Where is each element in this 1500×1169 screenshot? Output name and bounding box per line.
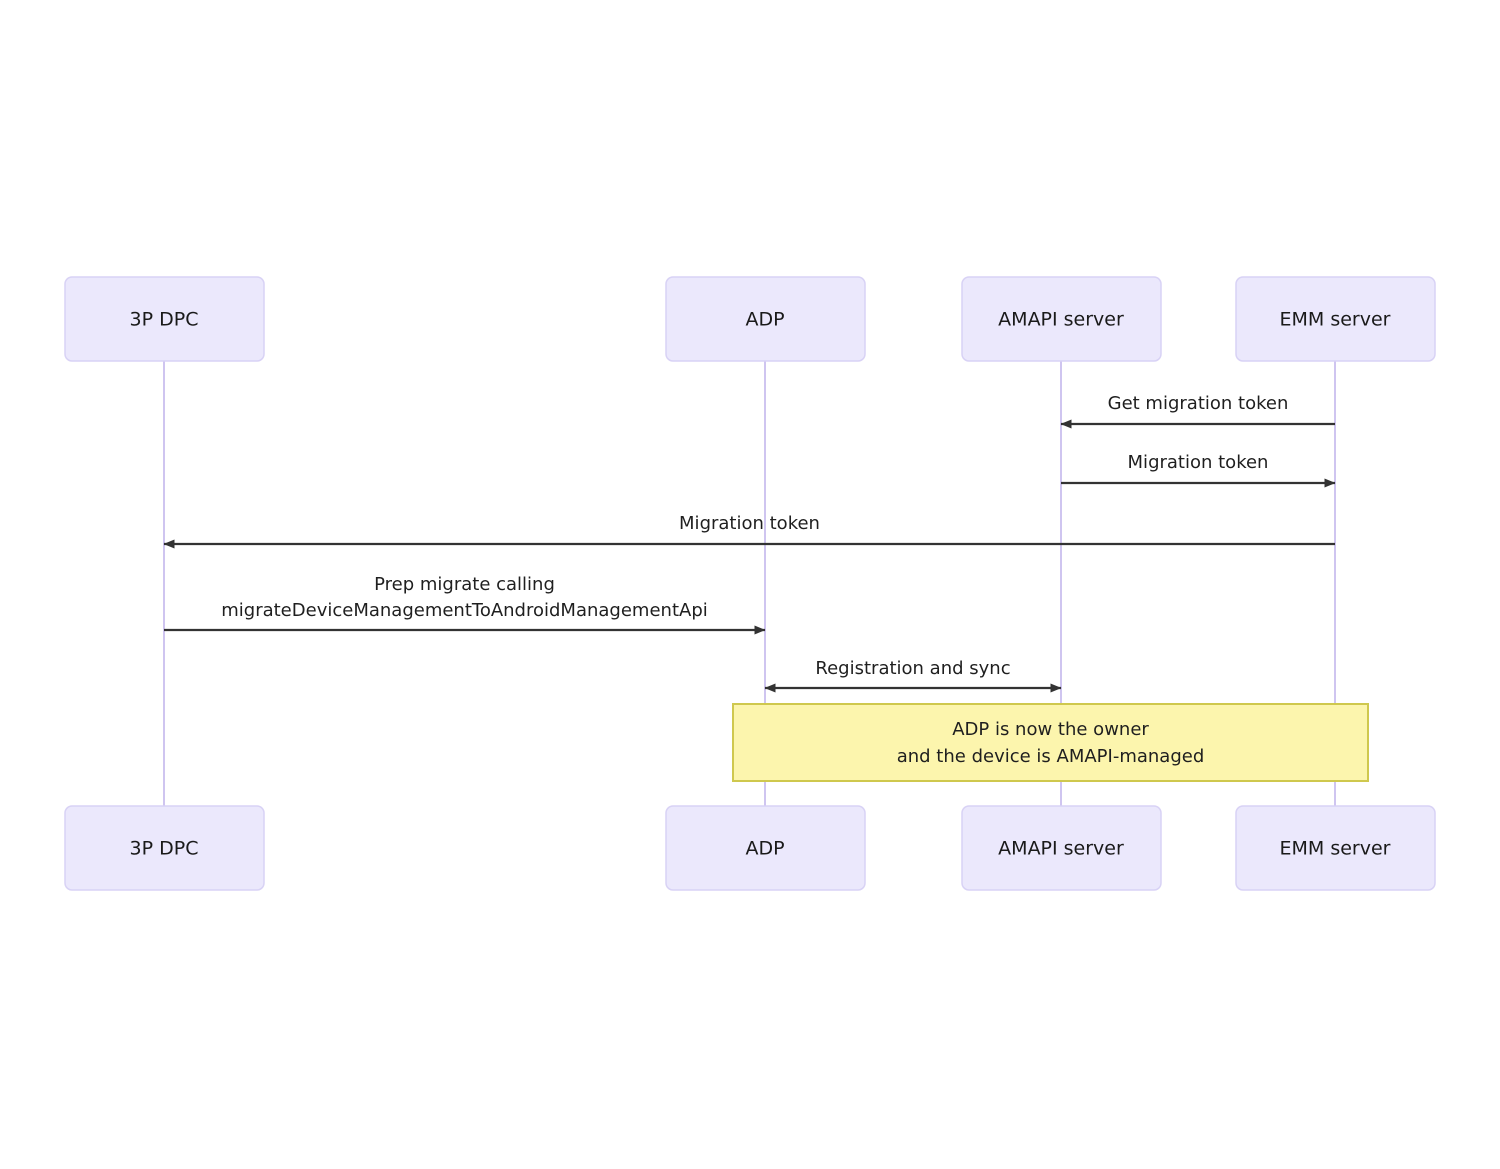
participant-box-amapi[interactable] [961,276,1162,362]
participant-emm-bottom[interactable]: EMM server [1235,805,1436,891]
message-m4: Prep migrate calling migrateDeviceManagem… [164,574,766,635]
participant-box-amapi[interactable] [961,805,1162,891]
message-m1: Get migration token [1060,393,1335,429]
message-label-m4: Prep migrate calling [374,574,555,595]
participant-adp-top[interactable]: ADP [665,276,866,362]
participants-top-group: 3P DPC ADP AMAPI server EMM server [64,276,1436,362]
participant-box-adp[interactable] [665,805,866,891]
notes-group: ADP is now the owner and the device is AM… [732,703,1369,782]
message-label-m3: Migration token [679,513,820,534]
participant-amapi-bottom[interactable]: AMAPI server [961,805,1162,891]
participant-dpc-bottom[interactable]: 3P DPC [64,805,265,891]
participant-label-dpc: 3P DPC [130,838,199,860]
participant-box-emm[interactable] [1235,805,1436,891]
participant-box-dpc[interactable] [64,276,265,362]
note-text-n1: and the device is AMAPI-managed [897,746,1205,767]
message-m5: Registration and sync [764,658,1062,693]
message-label-m5: Registration and sync [815,658,1010,679]
participant-label-amapi: AMAPI server [998,309,1124,331]
participant-box-emm[interactable] [1235,276,1436,362]
message-label-m2: Migration token [1128,452,1269,473]
participant-box-adp[interactable] [665,276,866,362]
participant-label-adp: ADP [745,309,784,331]
message-m2: Migration token [1061,452,1336,488]
note-text-n1: ADP is now the owner [952,719,1149,740]
note-n1: ADP is now the owner and the device is AM… [732,703,1369,782]
participant-amapi-top[interactable]: AMAPI server [961,276,1162,362]
message-m3: Migration token [163,513,1335,549]
participant-label-amapi: AMAPI server [998,838,1124,860]
participant-adp-bottom[interactable]: ADP [665,805,866,891]
participant-dpc-top[interactable]: 3P DPC [64,276,265,362]
participant-label-emm: EMM server [1280,309,1391,331]
participant-label-emm: EMM server [1280,838,1391,860]
participant-label-dpc: 3P DPC [130,309,199,331]
message-label-m1: Get migration token [1108,393,1289,414]
participant-box-dpc[interactable] [64,805,265,891]
participant-label-adp: ADP [745,838,784,860]
participant-emm-top[interactable]: EMM server [1235,276,1436,362]
participants-bottom-group: 3P DPC ADP AMAPI server EMM server [64,805,1436,891]
note-box-n1 [732,703,1369,782]
message-label-m4: migrateDeviceManagementToAndroidManageme… [221,600,708,621]
